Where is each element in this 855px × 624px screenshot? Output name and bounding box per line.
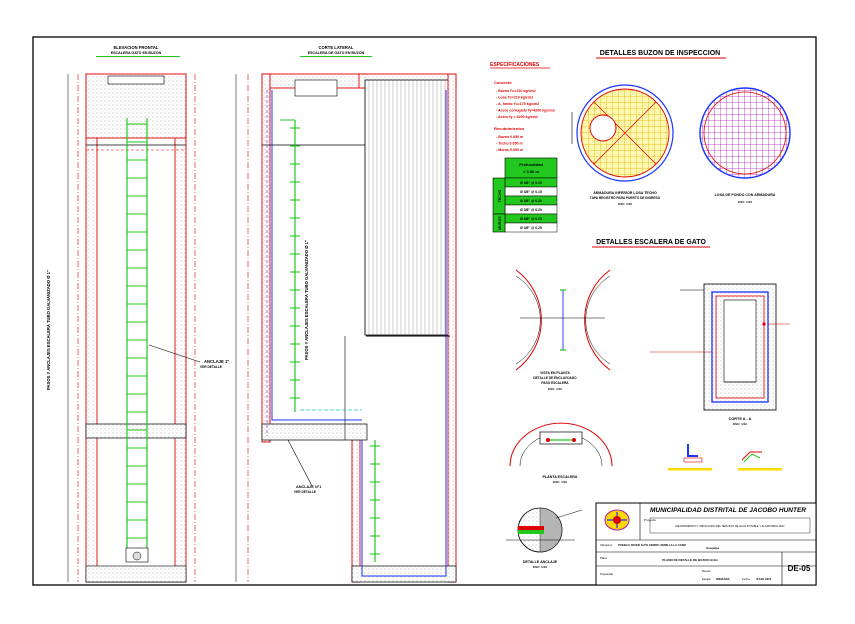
municipal-seal-icon (604, 509, 630, 531)
step-plan-view (509, 422, 613, 467)
depth-row-label: Ø 3/8" @ 0.20 (520, 208, 542, 212)
callout-anchor-1-sub: VER DETALLE (200, 365, 222, 369)
plan-label: Plano (600, 556, 608, 560)
spec-concrete-line: - Buzon f'c=210 kg/cm2 (496, 89, 536, 93)
spec-cover-line: - Muros 0.050 m (496, 148, 523, 152)
side-ladder-rungs-upper (290, 127, 300, 399)
slab-caption: ARMADURA INFERIOR LOSA TECHO (593, 191, 657, 195)
front-elevation-title: ELEVACION FRONTAL (114, 45, 159, 50)
depth-row-label: Ø 3/8" @ 0.20 (520, 199, 542, 203)
specs-concrete-lines: - Buzon f'c=210 kg/cm2 - Losa f'c=210 kg/… (496, 89, 555, 119)
depth-row-label: Ø 3/8" @ 0.15 (520, 181, 542, 185)
sheet-border (32, 36, 817, 586)
reviewed-label: Reviso (702, 569, 711, 573)
date-label: Fecha (742, 577, 750, 581)
specs-cover-heading: Recubrimientos (494, 126, 525, 131)
ladder-details-title: DETALLES ESCALERA DE GATO (596, 239, 706, 246)
bottom-slab-caption: LOSA DE FONDO CON ARMADURA (715, 193, 776, 197)
project-name: MEJORAMIENTO Y AMPLIACION DEL SERVICIO D… (676, 524, 785, 528)
side-ladder-rungs-lower (370, 445, 380, 555)
row-group-muros: MUROS (498, 216, 502, 230)
side-section: CORTE LATERAL ESCALERA DE GATO EN BUZON … (235, 45, 457, 583)
manhole-details: DETALLES BUZON DE INSPECCION ARMADURA IN… (571, 50, 791, 206)
scale-label: Escala (702, 577, 711, 581)
region-value: Arequipa (706, 546, 719, 550)
depth-row-label: Ø 3/8" @ 0.15 (520, 190, 542, 194)
callout-anchor-2: ANCLAJE N°1 (296, 485, 321, 489)
anchor-caption-3: PASO ESCALERA (541, 381, 569, 385)
anchor-section-scale: ESC: 1/10 (533, 565, 547, 569)
scale-value: INDICADA (716, 577, 730, 581)
front-elevation: ELEVACION FRONTAL ESCALERA GATO EN BUZON… (46, 45, 229, 583)
callout-anchor-1: ANCLAJE 1" (204, 359, 229, 364)
specs-cover-lines: - Buzon 0.050 m - Techo 0.050 m - Muros 0.… (496, 135, 523, 152)
location-label: Ubicacion (600, 543, 613, 547)
anchor-section-detail (506, 507, 583, 553)
side-section-subtitle: ESCALERA DE GATO EN BUZON (308, 51, 365, 55)
side-vertical-label: PASOS Y ANCLAJES ESCALERA TUBO GALVANIZA… (304, 240, 309, 360)
anchor-scale: ESC: 1/10 (548, 387, 562, 391)
front-vertical-label: PASOS Y ANCLAJES ESCALERA TUBO GALVANIZA… (46, 270, 51, 390)
depth-table-rows: Ø 3/8" @ 0.15Ø 3/8" @ 0.15Ø 3/8" @ 0.20Ø… (504, 177, 558, 233)
depth-row-label: Ø 3/8" @ 0.25 (520, 226, 542, 230)
sheet-number: DE-05 (788, 564, 811, 573)
specs-title: ESPECIFICACIONES (490, 62, 540, 68)
row-group-techo: TECHO (498, 190, 502, 203)
step-caption: PLANTA ESCALERA (543, 475, 578, 479)
depth-table-sub: > 3.00 m (523, 169, 539, 174)
spec-cover-line: - Buzon 0.050 m (496, 135, 523, 139)
callout-anchor-2-sub: VER DETALLE (294, 490, 316, 494)
bottom-slab-circle (699, 87, 791, 179)
spec-concrete-line: - Acero corrugado fy=4200 kg/cm2 (496, 109, 555, 113)
side-section-title: CORTE LATERAL (318, 45, 353, 50)
bottom-slab-scale: ESC: 1/10 (738, 200, 752, 204)
anchor-section-caption: DETALLE ANCLAJE (523, 560, 558, 564)
slab-caption-2: TAPA REGISTRO PARA PUERTO DE INGRESO (590, 196, 661, 200)
step-scale: ESC: 1/10 (553, 480, 567, 484)
location-value: PUEBLO JOVEN ALTO CERRO, SEMILLA LA CANO (618, 543, 687, 547)
anchor-caption-2: DETALLE DE ENCLAVIJADO (533, 376, 577, 380)
spec-concrete-line: - Losa f'c=210 kg/cm2 (496, 96, 533, 100)
owner-name: MUNICIPALIDAD DISTRITAL DE JACOBO HUNTER (650, 507, 806, 514)
ladder-details: DETALLES ESCALERA DE GATO VISTA EN PLANT… (506, 239, 790, 569)
anchor-caption: VISTA EN PLANTA (540, 371, 570, 375)
slab-scale: ESC: 1/10 (618, 202, 632, 206)
anchor-hook-detail (668, 444, 782, 471)
section-a-a (650, 283, 790, 411)
anchor-plan-view (515, 269, 611, 371)
spec-concrete-line: - A. fondo f'c=175 kg/cm2 (496, 102, 539, 106)
spec-cover-line: - Techo 0.050 m (496, 142, 523, 146)
specs-concrete-heading: Concreto (494, 80, 512, 85)
access-opening (589, 114, 617, 142)
spec-concrete-line: - Acero fy = 4200 kg/cm2 (496, 115, 538, 119)
specifications-panel: ESPECIFICACIONES Concreto - Buzon f'c=21… (490, 62, 558, 233)
section-a-a-caption: CORTE A - A (729, 417, 752, 421)
front-ladder (126, 118, 148, 548)
front-elevation-subtitle: ESCALERA GATO EN BUZON (111, 51, 162, 55)
depth-table-header: Profundidad (519, 162, 543, 167)
section-a-a-scale: ESC: 1/10 (733, 422, 747, 426)
prepared-label: Preparado (600, 572, 614, 576)
manhole-details-title: DETALLES BUZON DE INSPECCION (600, 50, 720, 57)
front-ladder-rungs (127, 123, 147, 539)
depth-row-label: Ø 3/8" @ 0.25 (520, 217, 542, 221)
title-block: MUNICIPALIDAD DISTRITAL DE JACOBO HUNTER… (595, 502, 817, 586)
plan-name: PLANO DE DETALLE DE BUZON H>3m (662, 558, 718, 562)
date-value: JULIO 2015 (756, 577, 772, 581)
